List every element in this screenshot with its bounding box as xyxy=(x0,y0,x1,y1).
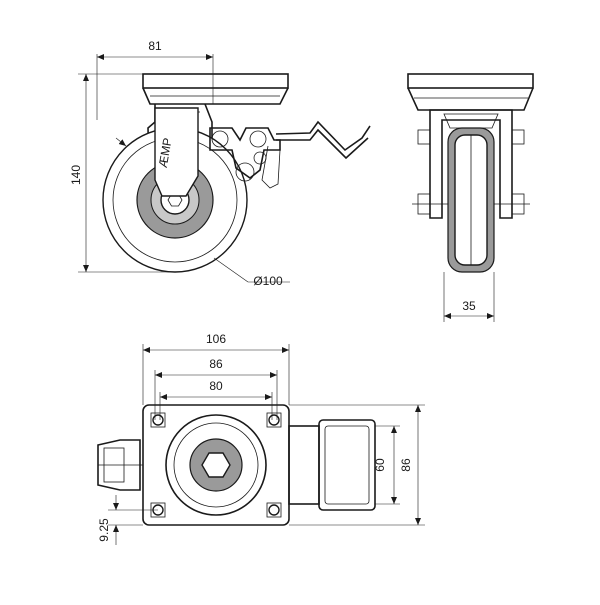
side-fork-leg xyxy=(154,107,199,197)
dim-hole-offset: 9.25 xyxy=(97,518,111,542)
dim-plate-height-inner: 60 xyxy=(373,458,387,472)
front-view: 35 xyxy=(407,73,534,322)
dim-hole-spacing-inner: 80 xyxy=(209,379,223,393)
dim-wheel-diameter: Ø100 xyxy=(253,274,283,288)
side-top-plate xyxy=(142,73,289,89)
brand-mark: ÆMP xyxy=(156,137,175,169)
kingpin-nut xyxy=(201,452,231,478)
dim-wheel-width: 35 xyxy=(462,299,476,313)
dim-plate-height-outer: 86 xyxy=(399,458,413,472)
dim-top-width: 81 xyxy=(148,39,162,53)
front-top-plate xyxy=(407,73,534,89)
swivel-housing xyxy=(165,414,267,516)
top-fork-block xyxy=(288,425,320,505)
brake-lever xyxy=(275,120,371,152)
brake-roller xyxy=(235,162,255,182)
top-wheel xyxy=(318,419,376,511)
side-bearing-housing xyxy=(142,87,289,105)
dim-hole-spacing-outer: 86 xyxy=(209,357,223,371)
mounting-hole-tr xyxy=(268,414,280,426)
front-bolt-upper-left xyxy=(417,129,431,145)
side-view: ÆMP 81 140 Ø100 xyxy=(69,39,371,288)
front-fork xyxy=(429,109,513,219)
front-bolt-upper-right xyxy=(511,129,525,145)
dim-plate-width: 106 xyxy=(206,332,226,346)
top-view: 106 86 80 60 86 9.25 xyxy=(97,332,425,545)
front-brake-pad xyxy=(443,113,499,129)
top-brake-pedal xyxy=(97,439,141,491)
dim-height: 140 xyxy=(69,165,83,185)
mounting-hole-br xyxy=(268,504,280,516)
mounting-hole-tl xyxy=(152,414,164,426)
front-bearing-housing xyxy=(407,87,534,111)
